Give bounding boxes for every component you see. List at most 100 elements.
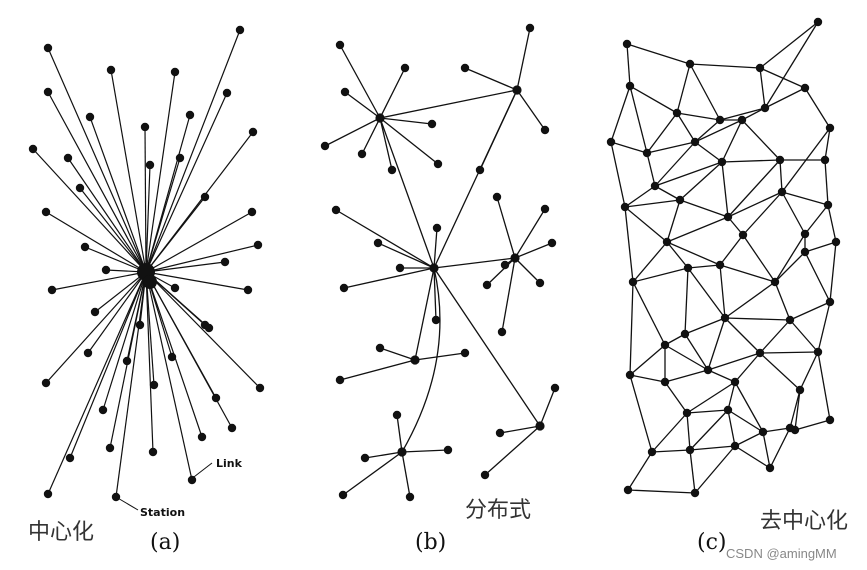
mesh-link xyxy=(764,87,806,109)
mesh-link xyxy=(654,161,723,187)
distributed-link xyxy=(379,67,406,119)
mesh-node xyxy=(770,277,780,287)
station-annotation: Station xyxy=(140,506,186,519)
mesh-link xyxy=(789,319,819,353)
mesh-link xyxy=(687,264,721,269)
mesh-node xyxy=(647,447,657,457)
mesh-node xyxy=(662,237,672,247)
mesh-node xyxy=(755,63,765,73)
station-node xyxy=(98,405,108,415)
mesh-link xyxy=(742,191,783,236)
centralized-link xyxy=(110,69,147,273)
mesh-link xyxy=(804,204,829,235)
station-node xyxy=(149,380,159,390)
mesh-link xyxy=(626,43,631,87)
mesh-link xyxy=(664,381,688,414)
mesh-link xyxy=(774,233,806,283)
mesh-link xyxy=(719,264,776,283)
distributed-link xyxy=(361,117,381,155)
mesh-link xyxy=(769,427,791,469)
mesh-link xyxy=(632,281,666,346)
mesh-link xyxy=(687,267,726,319)
panel-b-caption: (b) xyxy=(415,530,447,555)
centralized-link xyxy=(145,164,151,273)
mesh-node xyxy=(775,155,785,165)
distributed-node xyxy=(432,223,442,233)
mesh-link xyxy=(721,119,743,163)
distributed-link xyxy=(401,267,441,453)
station-node xyxy=(83,348,93,358)
centralized-link xyxy=(145,271,155,386)
mesh-link xyxy=(679,199,729,218)
distributed-node xyxy=(400,63,410,73)
mesh-node xyxy=(625,81,635,91)
distributed-node xyxy=(547,238,557,248)
mesh-node xyxy=(760,103,770,113)
mesh-node xyxy=(723,212,733,222)
mesh-link xyxy=(666,199,681,243)
mesh-link xyxy=(624,185,656,208)
mesh-link xyxy=(829,241,837,303)
centralized-link xyxy=(47,271,147,495)
station-node xyxy=(111,492,121,502)
distributed-link xyxy=(379,117,439,165)
station-node xyxy=(248,127,258,137)
mesh-link xyxy=(824,159,829,206)
distributed-link xyxy=(514,208,546,259)
mesh-node xyxy=(690,488,700,498)
centralized-link xyxy=(145,271,249,291)
distributed-link xyxy=(414,352,466,361)
mesh-link xyxy=(676,112,721,121)
distributed-node xyxy=(433,159,443,169)
panel-c-caption: (c) xyxy=(697,530,727,555)
station-node xyxy=(90,307,100,317)
centralized-link xyxy=(145,157,181,273)
centralized-link xyxy=(144,126,147,273)
distributed-link xyxy=(486,257,516,286)
station-node xyxy=(211,393,221,403)
panel-a-label: 中心化 xyxy=(28,520,95,545)
mesh-link xyxy=(629,85,678,114)
mesh-node xyxy=(758,427,768,437)
mesh-link xyxy=(632,267,689,283)
mesh-link xyxy=(646,141,696,154)
distributed-link xyxy=(484,425,541,476)
mesh-link xyxy=(629,85,648,154)
distributed-node xyxy=(373,238,383,248)
station-node xyxy=(253,240,263,250)
mesh-link xyxy=(664,344,709,371)
station-node xyxy=(85,112,95,122)
mesh-link xyxy=(719,107,766,121)
station-node xyxy=(122,356,132,366)
station-node xyxy=(106,65,116,75)
mesh-link xyxy=(789,389,801,429)
distributed-hub-node xyxy=(535,421,545,431)
distributed-node xyxy=(540,204,550,214)
mesh-node xyxy=(622,39,632,49)
mesh-node xyxy=(800,247,810,257)
distributed-link xyxy=(379,117,435,269)
mesh-link xyxy=(694,445,736,494)
station-node xyxy=(105,443,115,453)
mesh-link xyxy=(689,63,721,121)
mesh-link xyxy=(666,241,689,269)
mesh-link xyxy=(694,119,743,143)
mesh-node xyxy=(785,315,795,325)
distributed-node xyxy=(475,165,485,175)
mesh-link xyxy=(727,159,781,218)
distributed-link xyxy=(401,449,449,453)
mesh-link xyxy=(629,344,666,376)
mesh-link xyxy=(694,141,723,163)
panel-a-centralized-network xyxy=(28,25,265,511)
mesh-link xyxy=(724,317,791,321)
mesh-node xyxy=(825,123,835,133)
station-node xyxy=(235,25,245,35)
mesh-node xyxy=(625,370,635,380)
mesh-node xyxy=(703,365,713,375)
centralized-link xyxy=(45,271,147,384)
mesh-link xyxy=(686,412,691,451)
centralized-link xyxy=(145,71,176,273)
station-node xyxy=(227,423,237,433)
mesh-link xyxy=(654,185,681,201)
station-node xyxy=(220,257,230,267)
